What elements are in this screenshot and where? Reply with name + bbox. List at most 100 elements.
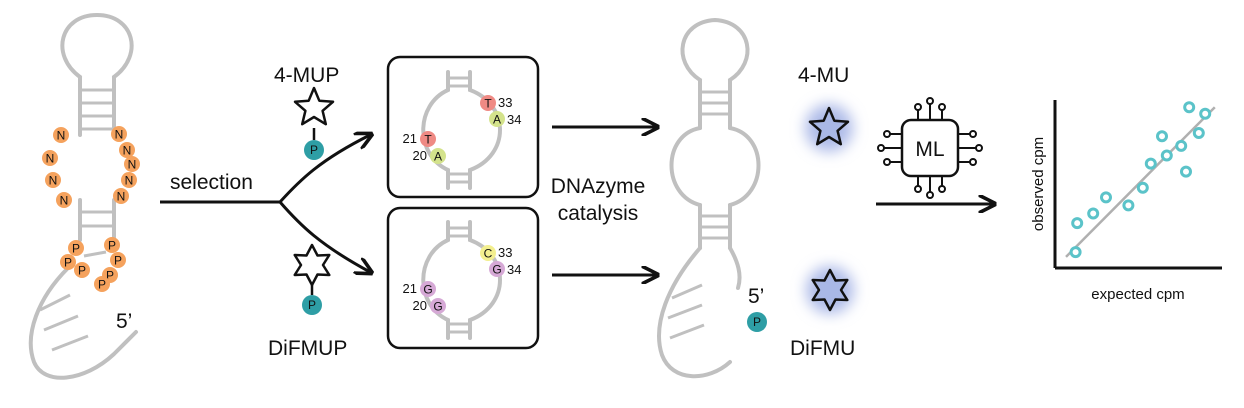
product-difmu: DiFMU bbox=[790, 266, 855, 360]
random-nucleotide: N bbox=[113, 188, 129, 204]
random-nucleotide-letter: N bbox=[46, 152, 55, 166]
catalysis-label-line2: catalysis bbox=[558, 202, 639, 225]
random-nucleotide: N bbox=[56, 192, 72, 208]
random-nucleotide: N bbox=[121, 172, 137, 188]
dnazyme-structure: 5’ P bbox=[657, 18, 767, 379]
random-nucleotide-bead bbox=[124, 156, 140, 172]
base-bead bbox=[430, 298, 446, 314]
random-nucleotide-bead bbox=[113, 188, 129, 204]
base-letter: G bbox=[433, 300, 442, 314]
random-nucleotide-letter: N bbox=[57, 129, 66, 143]
product-4-mu: 4-MU bbox=[798, 64, 853, 152]
primer-nucleotide-bead bbox=[74, 262, 90, 278]
base-letter: A bbox=[493, 113, 501, 127]
six-point-star-icon bbox=[811, 268, 849, 312]
library-backbone bbox=[28, 13, 138, 380]
base-letter: T bbox=[484, 97, 492, 111]
base-position-number: 33 bbox=[498, 245, 512, 260]
active-site-bottom-box bbox=[386, 206, 540, 350]
base-bead bbox=[489, 261, 505, 277]
primer-nucleotide-letter: P bbox=[98, 278, 106, 292]
ml-chip-label: ML bbox=[915, 138, 944, 161]
scatter-chart: expected cpm observed cpm bbox=[1030, 100, 1222, 303]
base-letter: T bbox=[424, 133, 432, 147]
random-nucleotide: N bbox=[124, 156, 140, 172]
active-site-top-pairs bbox=[450, 76, 468, 184]
base-position-number: 34 bbox=[507, 262, 521, 277]
random-nucleotide: N bbox=[119, 142, 135, 158]
substrate-difmup-label: DiFMUP bbox=[268, 337, 347, 360]
star-icon bbox=[293, 86, 335, 126]
scatter-point bbox=[1160, 149, 1173, 162]
base-G-20: G 20 bbox=[413, 298, 446, 314]
dnazyme-base-pairs bbox=[667, 90, 728, 340]
primer-nucleotide: P bbox=[60, 254, 76, 270]
primer-nucleotide-letter: P bbox=[108, 239, 116, 253]
substrate-4-mup: 4-MUP P bbox=[274, 64, 339, 160]
base-A-20: A 20 bbox=[413, 148, 446, 164]
base-position-number: 20 bbox=[413, 148, 427, 163]
base-bead bbox=[480, 245, 496, 261]
scatter-point bbox=[1180, 165, 1192, 178]
catalysis-label-line1: DNAzyme bbox=[551, 175, 646, 198]
primer-nucleotide-bead bbox=[104, 237, 120, 253]
phosphate-icon bbox=[302, 295, 322, 315]
star-icon bbox=[808, 106, 850, 146]
base-position-number: 21 bbox=[403, 281, 417, 296]
substrate-difmup: P DiFMUP bbox=[268, 243, 347, 360]
active-site-top-box bbox=[386, 55, 540, 199]
y-axis-label: observed cpm bbox=[1030, 137, 1047, 231]
active-site-top-backbone bbox=[421, 70, 502, 190]
random-nucleotide: N bbox=[45, 172, 61, 188]
primer-nucleotide: P bbox=[74, 262, 90, 278]
base-letter: A bbox=[434, 150, 442, 164]
random-nucleotide-letter: N bbox=[128, 158, 137, 172]
phosphate-icon bbox=[304, 140, 324, 160]
active-site-bottom-pairs bbox=[450, 226, 468, 334]
primer-nucleotide: P bbox=[110, 252, 126, 268]
chip-body bbox=[900, 118, 960, 178]
base-T-33: T 33 bbox=[480, 95, 512, 111]
x-axis-label: expected cpm bbox=[1091, 286, 1184, 303]
primer-nucleotide-bead bbox=[110, 252, 126, 268]
substrate-4-mup-label: 4-MUP bbox=[274, 64, 339, 87]
primer-nucleotide-bead bbox=[68, 240, 84, 256]
random-nucleotide-letter: N bbox=[115, 128, 124, 142]
primer-nucleotide-letter: P bbox=[78, 264, 86, 278]
base-position-number: 33 bbox=[498, 95, 512, 110]
phosphate-letter: P bbox=[308, 298, 316, 312]
chip-pins bbox=[877, 97, 983, 199]
base-bead bbox=[420, 281, 436, 297]
random-nucleotide-letter: N bbox=[125, 174, 134, 188]
scatter-point bbox=[1100, 191, 1112, 204]
library-base-pairs bbox=[39, 88, 112, 352]
random-nucleotide-bead bbox=[56, 192, 72, 208]
scatter-point bbox=[1071, 217, 1084, 230]
base-bead bbox=[420, 131, 436, 147]
primer-nucleotide-letter: P bbox=[114, 254, 122, 268]
random-nucleotide-letter: N bbox=[123, 144, 132, 158]
base-bead bbox=[489, 111, 505, 127]
primer-nucleotide-letter: P bbox=[64, 256, 72, 270]
random-nucleotide-letter: N bbox=[117, 190, 126, 204]
scatter-point bbox=[1087, 207, 1100, 220]
random-nucleotide: N bbox=[42, 150, 58, 166]
phosphate-letter: P bbox=[753, 315, 761, 329]
primer-nucleotide-bead bbox=[60, 254, 76, 270]
base-letter: G bbox=[423, 283, 432, 297]
base-position-number: 20 bbox=[413, 298, 427, 313]
ml-chip-icon: ML bbox=[877, 97, 983, 199]
random-nucleotide-letter: N bbox=[49, 174, 58, 188]
